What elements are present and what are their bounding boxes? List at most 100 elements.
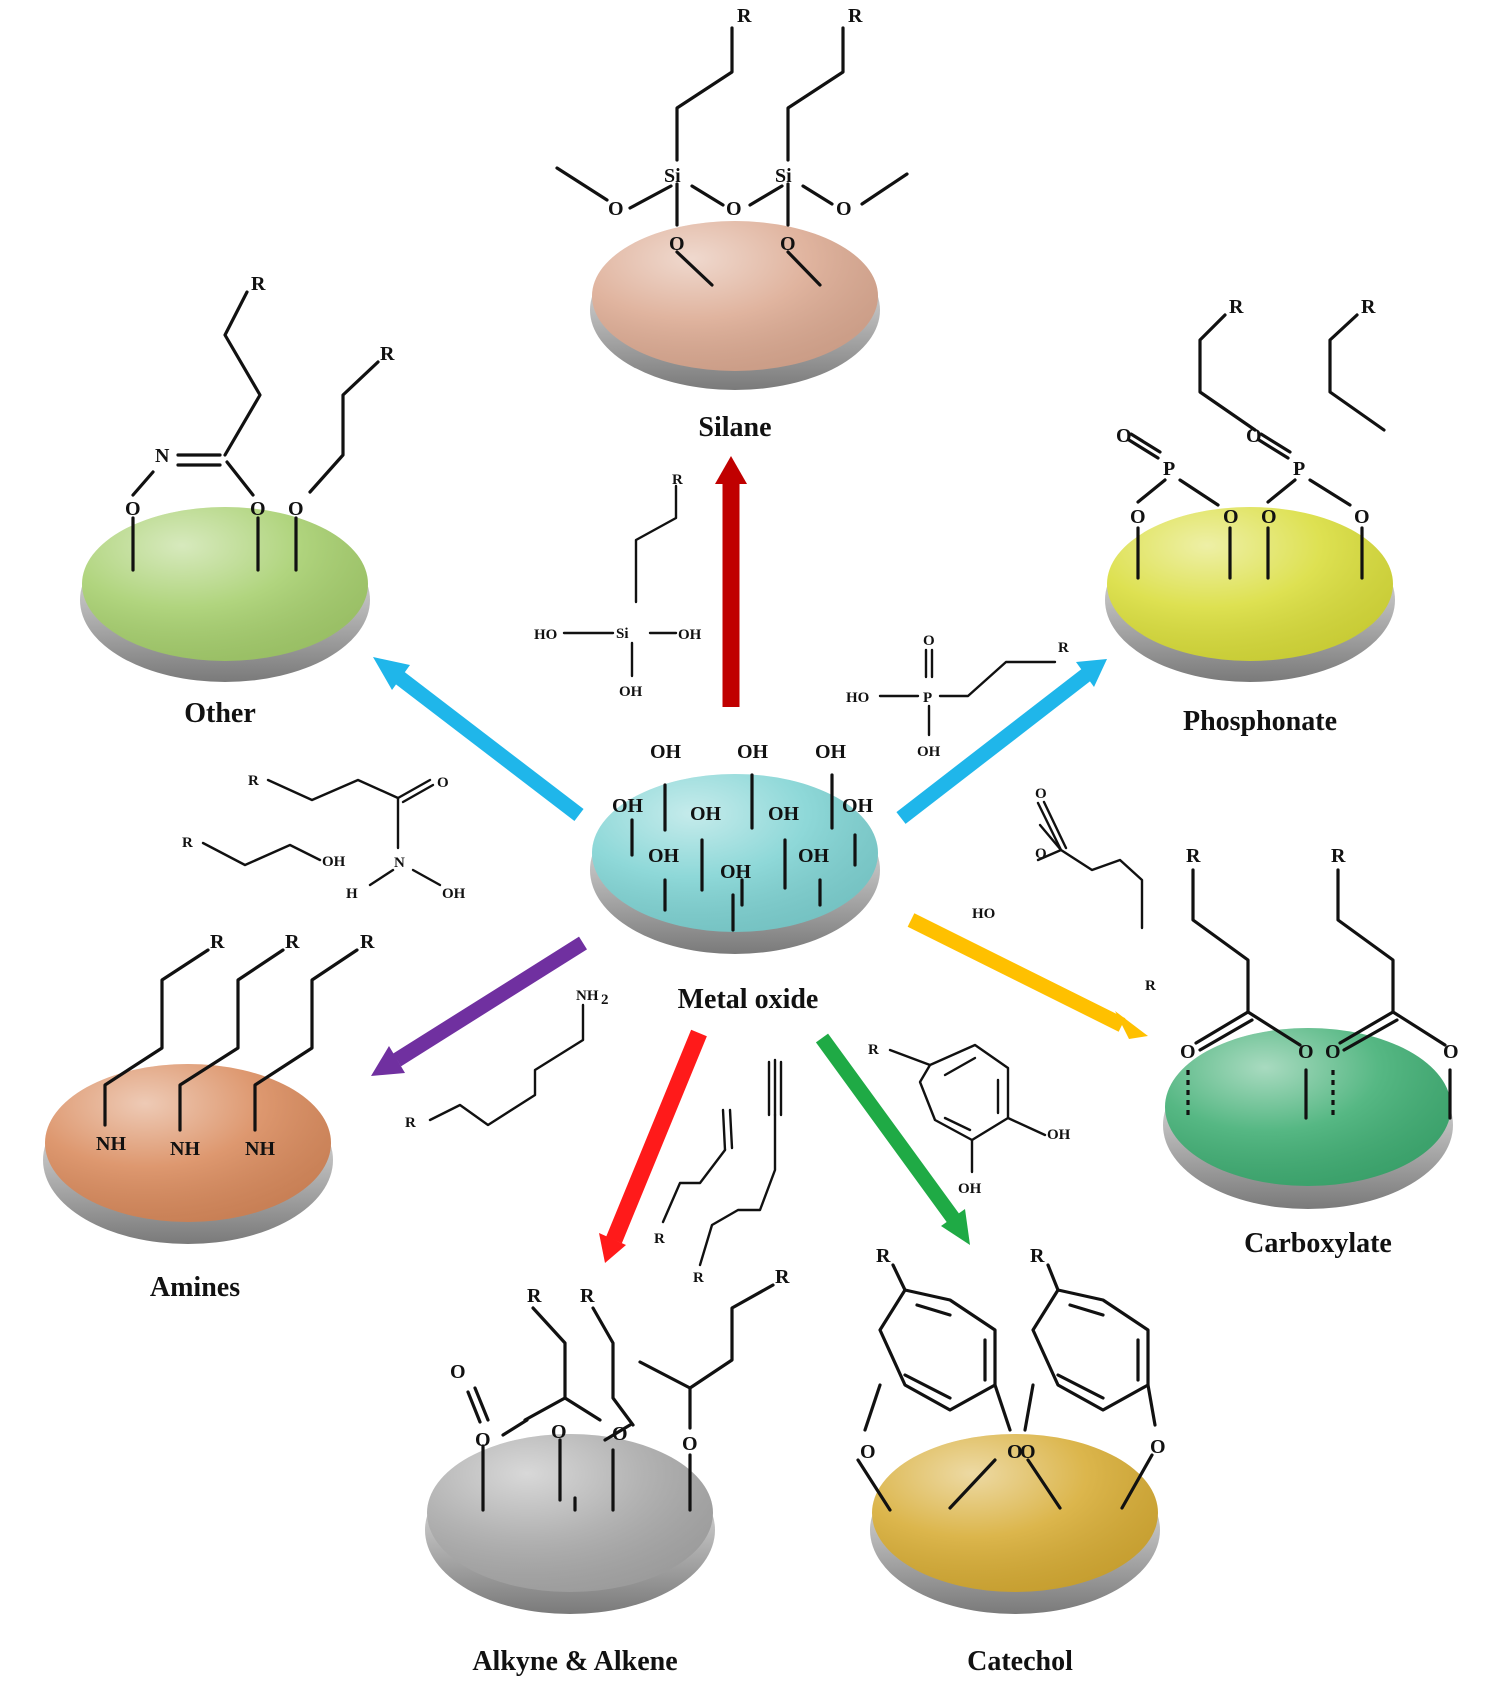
- svg-text:O: O: [551, 1421, 567, 1443]
- svg-text:R: R: [380, 343, 395, 365]
- label-carboxylate: Carboxylate: [1244, 1228, 1392, 1259]
- arrow-alkyne: [599, 1029, 707, 1263]
- arrow-amines: [371, 936, 587, 1076]
- svg-text:OH: OH: [619, 684, 643, 700]
- svg-text:O: O: [612, 1423, 628, 1445]
- svg-text:R: R: [182, 835, 193, 851]
- disk-carboxylate: [1163, 1028, 1453, 1209]
- svg-text:O: O: [437, 775, 449, 791]
- amine-reagent: NH 2 R: [405, 988, 609, 1131]
- svg-text:NH: NH: [245, 1138, 275, 1160]
- svg-text:O: O: [860, 1441, 876, 1463]
- svg-text:O: O: [450, 1361, 466, 1383]
- svg-text:NH: NH: [576, 988, 599, 1004]
- disk-silane: [590, 221, 880, 390]
- svg-text:OH: OH: [322, 854, 346, 870]
- svg-text:O: O: [682, 1433, 698, 1455]
- svg-text:OH: OH: [917, 744, 941, 760]
- svg-text:R: R: [876, 1245, 891, 1267]
- svg-text:O: O: [1261, 506, 1277, 528]
- svg-text:OH: OH: [678, 627, 702, 643]
- svg-text:OH: OH: [648, 845, 680, 867]
- arrow-catechol: [815, 1033, 970, 1245]
- svg-text:R: R: [1331, 845, 1346, 867]
- label-alkyne-alkene: Alkyne & Alkene: [472, 1646, 677, 1677]
- svg-text:R: R: [737, 5, 752, 27]
- svg-text:O: O: [780, 233, 796, 255]
- svg-text:R: R: [1229, 296, 1244, 318]
- svg-text:P: P: [1293, 458, 1305, 480]
- svg-text:R: R: [580, 1285, 595, 1307]
- svg-text:R: R: [405, 1115, 416, 1131]
- svg-text:OH: OH: [768, 803, 800, 825]
- svg-text:Si: Si: [664, 165, 681, 187]
- label-catechol: Catechol: [967, 1646, 1073, 1677]
- catechol-reagent: R OH OH: [868, 1042, 1071, 1197]
- svg-text:R: R: [1145, 978, 1156, 994]
- svg-text:OH: OH: [690, 803, 722, 825]
- amines-structure: R R R NH NH NH: [96, 931, 375, 1160]
- svg-text:R: R: [285, 931, 300, 953]
- svg-text:O: O: [250, 498, 266, 520]
- carboxylate-structure: R R O O O O: [1180, 845, 1459, 1120]
- svg-text:R: R: [1058, 640, 1069, 656]
- disk-alkyne-alkene: [425, 1434, 715, 1614]
- disk-phosphonate: [1105, 507, 1395, 682]
- svg-text:R: R: [1186, 845, 1201, 867]
- arrow-phosphonate: [896, 659, 1107, 824]
- svg-text:O: O: [608, 198, 624, 220]
- svg-text:Si: Si: [616, 626, 629, 642]
- svg-text:R: R: [527, 1285, 542, 1307]
- svg-text:O: O: [1035, 786, 1047, 802]
- svg-text:HO: HO: [972, 906, 995, 922]
- catechol-structure: R R O O O O: [856, 1245, 1166, 1512]
- svg-text:O: O: [1223, 506, 1239, 528]
- alkene-alkyne-reagents: R R: [654, 1058, 783, 1286]
- carboxylic-acid-reagent: O O HO R: [972, 786, 1156, 994]
- svg-text:HO: HO: [846, 690, 869, 706]
- svg-text:R: R: [1361, 296, 1376, 318]
- svg-text:O: O: [1325, 1041, 1341, 1063]
- svg-text:O: O: [1354, 506, 1370, 528]
- svg-text:R: R: [775, 1266, 790, 1288]
- svg-text:O: O: [475, 1429, 491, 1451]
- svg-text:R: R: [848, 5, 863, 27]
- svg-text:O: O: [1246, 425, 1262, 447]
- svg-text:R: R: [248, 773, 259, 789]
- svg-text:O: O: [1035, 846, 1047, 862]
- svg-text:O: O: [1298, 1041, 1314, 1063]
- arrow-silane: [715, 456, 747, 707]
- label-metal-oxide: Metal oxide: [678, 984, 819, 1015]
- arrow-other: [373, 657, 584, 821]
- svg-text:NH: NH: [96, 1133, 126, 1155]
- svg-text:R: R: [654, 1231, 665, 1247]
- svg-text:OH: OH: [720, 861, 752, 883]
- svg-text:H: H: [346, 886, 358, 902]
- phosphonic-acid-reagent: O P HO OH R: [846, 633, 1069, 760]
- svg-text:O: O: [1007, 1441, 1023, 1463]
- svg-text:R: R: [693, 1270, 704, 1286]
- svg-text:R: R: [251, 273, 266, 295]
- svg-text:O: O: [836, 198, 852, 220]
- label-silane: Silane: [698, 412, 771, 443]
- svg-text:N: N: [394, 855, 405, 871]
- label-other: Other: [184, 698, 256, 729]
- other-structure: R R N O O O: [125, 273, 395, 572]
- svg-text:OH: OH: [798, 845, 830, 867]
- silanetriol-reagent: R Si HO OH OH: [534, 472, 702, 700]
- svg-text:OH: OH: [737, 741, 769, 763]
- svg-text:OH: OH: [612, 795, 644, 817]
- svg-text:P: P: [1163, 458, 1175, 480]
- svg-text:OH: OH: [958, 1181, 982, 1197]
- svg-text:O: O: [125, 498, 141, 520]
- svg-text:O: O: [1443, 1041, 1459, 1063]
- svg-text:OH: OH: [1047, 1127, 1071, 1143]
- arrow-carboxylate: [907, 913, 1148, 1039]
- silane-structure: R R Si Si O O O O O: [555, 5, 909, 287]
- label-amines: Amines: [150, 1272, 240, 1303]
- svg-text:O: O: [288, 498, 304, 520]
- svg-text:O: O: [923, 633, 935, 649]
- svg-text:O: O: [1180, 1041, 1196, 1063]
- disk-other: [80, 507, 370, 682]
